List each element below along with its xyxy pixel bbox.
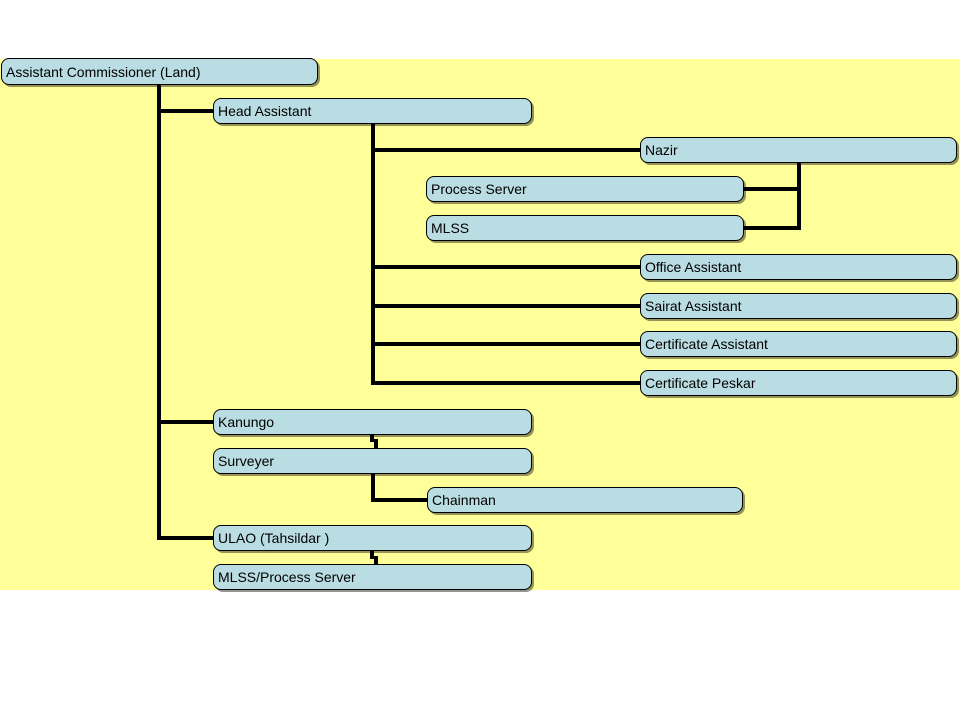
org-node-certificate-peskar: Certificate Peskar bbox=[640, 370, 957, 396]
org-node-office-assistant: Office Assistant bbox=[640, 254, 957, 280]
org-node-label: Sairat Assistant bbox=[645, 298, 742, 314]
connector-ulao-mlss-jog bbox=[370, 551, 374, 559]
connector-branch-process-server bbox=[744, 187, 801, 191]
connector-branch-office-assistant bbox=[371, 265, 642, 269]
org-node-mlss-process-server: MLSS/Process Server bbox=[213, 564, 532, 590]
org-node-surveyer: Surveyer bbox=[213, 448, 532, 474]
connector-trunk-commissioner bbox=[157, 84, 161, 540]
org-node-nazir: Nazir bbox=[640, 137, 957, 163]
org-node-label: MLSS bbox=[431, 220, 470, 236]
org-node-kanungo: Kanungo bbox=[213, 409, 532, 435]
connector-branch-head-assistant bbox=[157, 109, 215, 113]
org-node-label: Certificate Assistant bbox=[645, 336, 768, 352]
org-node-process-server: Process Server bbox=[426, 176, 744, 202]
connector-trunk-surveyer bbox=[371, 472, 375, 502]
org-node-label: Head Assistant bbox=[218, 103, 312, 119]
org-node-label: Chainman bbox=[432, 492, 496, 508]
connector-branch-certificate-peskar bbox=[371, 381, 642, 385]
org-node-label: Certificate Peskar bbox=[645, 375, 756, 391]
org-node-ulao-tahsildar: ULAO (Tahsildar ) bbox=[213, 525, 532, 551]
connector-branch-certificate-assistant bbox=[371, 342, 642, 346]
org-node-label: Office Assistant bbox=[645, 259, 742, 275]
connector-branch-mlss bbox=[744, 226, 801, 230]
connector-branch-ulao bbox=[157, 536, 215, 540]
connector-trunk-head-assistant bbox=[371, 122, 375, 385]
connector-kanungo-surveyer-jog bbox=[370, 434, 374, 442]
org-node-label: Assistant Commissioner (Land) bbox=[6, 63, 201, 80]
org-node-label: ULAO (Tahsildar ) bbox=[218, 530, 330, 546]
connector-trunk-nazir bbox=[797, 161, 801, 230]
org-node-label: Surveyer bbox=[218, 453, 275, 469]
connector-kanungo-surveyer-jog bbox=[374, 439, 378, 450]
org-node-label: Process Server bbox=[431, 181, 527, 197]
org-node-label: MLSS/Process Server bbox=[218, 569, 356, 585]
org-node-label: Kanungo bbox=[218, 414, 275, 430]
org-node-sairat-assistant: Sairat Assistant bbox=[640, 293, 957, 319]
org-node-head-assistant: Head Assistant bbox=[213, 98, 532, 124]
org-node-chainman: Chainman bbox=[427, 487, 743, 513]
org-node-label: Nazir bbox=[645, 142, 678, 158]
connector-branch-sairat-assistant bbox=[371, 304, 642, 308]
org-node-assistant-commissioner-land: Assistant Commissioner (Land) bbox=[1, 58, 318, 85]
connector-branch-kanungo bbox=[157, 420, 215, 424]
org-node-certificate-assistant: Certificate Assistant bbox=[640, 331, 957, 357]
org-node-mlss: MLSS bbox=[426, 215, 744, 241]
connector-branch-nazir bbox=[371, 148, 642, 152]
connector-ulao-mlss-jog bbox=[374, 556, 378, 566]
connector-branch-chainman bbox=[371, 498, 430, 502]
